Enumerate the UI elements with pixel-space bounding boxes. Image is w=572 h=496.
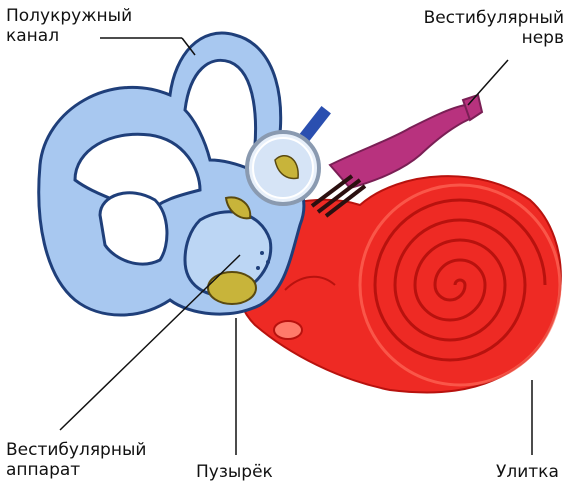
label-vestibular-nerve-line2: нерв bbox=[424, 28, 564, 48]
label-vestibular-apparatus: Вестибулярный аппарат bbox=[6, 440, 146, 480]
label-semicircular-canal: Полукружный канал bbox=[6, 6, 132, 46]
label-semicircular-canal-line1: Полукружный bbox=[6, 6, 132, 26]
label-semicircular-canal-line2: канал bbox=[6, 26, 132, 46]
magnifier-lens bbox=[247, 132, 319, 204]
label-vestibular-nerve: Вестибулярный нерв bbox=[424, 8, 564, 48]
label-vestibular-nerve-line1: Вестибулярный bbox=[424, 8, 564, 28]
label-cochlea: Улитка bbox=[496, 462, 559, 482]
label-vestibular-apparatus-line2: аппарат bbox=[6, 460, 146, 480]
label-vesicle: Пузырёк bbox=[196, 462, 273, 482]
label-vestibular-apparatus-line1: Вестибулярный bbox=[6, 440, 146, 460]
